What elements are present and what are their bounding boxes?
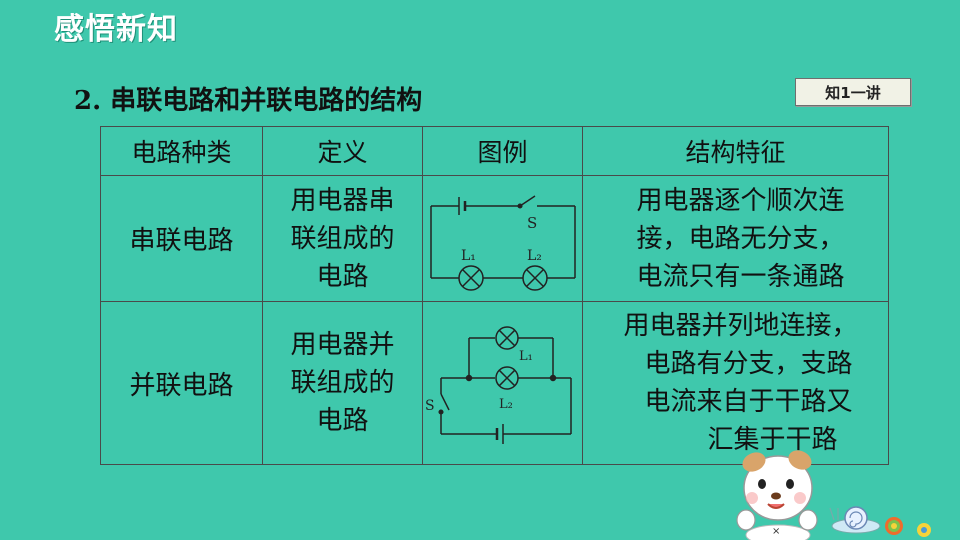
header-type: 电路种类 <box>100 126 263 176</box>
switch-blade <box>519 194 536 207</box>
parallel-definition-line: 联组成的 <box>290 368 395 398</box>
dog-mascot-icon: × <box>736 450 818 540</box>
switch-label: S <box>425 398 435 414</box>
series-feature-line: 电流只有一条通路 <box>636 261 845 292</box>
series-type: 串联电路 <box>100 175 263 302</box>
lecture-badge[interactable]: 知1一讲 <box>795 78 911 106</box>
series-feature-line: 接，电路无分支， <box>636 223 845 254</box>
series-definition-line: 电路 <box>316 261 369 292</box>
parallel-feature-line: 汇集于干路 <box>707 425 838 455</box>
parallel-feature-line: 电路有分支，支路 <box>644 349 853 379</box>
table-header-row: 电路种类 定义 图例 结构特征 <box>100 126 889 176</box>
parallel-diagram-cell: L₁ L₂ S <box>422 301 583 465</box>
lamp1-label: L₁ <box>461 248 476 264</box>
snail-decoration-icon <box>829 506 931 537</box>
header-features: 结构特征 <box>582 126 889 176</box>
lamp1-label: L₁ <box>519 349 533 364</box>
parallel-features: 用电器并列地连接， 电路有分支，支路 电流来自于干路又 汇集于干路 <box>582 301 889 465</box>
series-definition-line: 联组成的 <box>290 223 395 254</box>
parallel-definition-line: 电路 <box>316 406 369 436</box>
table-row-series: 串联电路 用电器串 联组成的 电路 <box>100 175 889 302</box>
series-feature-line: 用电器逐个顺次连 <box>636 185 845 216</box>
switch-blade <box>440 393 450 411</box>
lamp2-label: L₂ <box>499 397 513 412</box>
series-diagram-cell: S L₁ L₂ <box>422 175 583 302</box>
table-row-parallel: 并联电路 用电器并 联组成的 电路 <box>100 301 889 465</box>
parallel-definition: 用电器并 联组成的 电路 <box>262 301 423 465</box>
svg-text:×: × <box>772 526 780 537</box>
header-definition: 定义 <box>262 126 423 176</box>
parallel-type: 并联电路 <box>100 301 263 465</box>
parallel-definition-line: 用电器并 <box>290 330 395 360</box>
circuit-table: 电路种类 定义 图例 结构特征 串联电路 用电器串 联组成的 电路 <box>100 126 889 465</box>
header-title: 感悟新知 <box>54 12 178 47</box>
series-features: 用电器逐个顺次连 接，电路无分支， 电流只有一条通路 <box>582 175 889 302</box>
section-title: 2. 串联电路和并联电路的结构 <box>74 86 423 116</box>
parallel-feature-line: 电流来自于干路又 <box>644 387 853 417</box>
series-definition-line: 用电器串 <box>290 185 395 216</box>
parallel-circuit-diagram: L₁ L₂ S <box>425 326 572 444</box>
series-circuit-diagram: S L₁ L₂ <box>430 194 576 291</box>
parallel-feature-line: 用电器并列地连接， <box>623 311 858 341</box>
series-definition: 用电器串 联组成的 电路 <box>262 175 423 302</box>
switch-label: S <box>527 214 537 232</box>
header-diagram: 图例 <box>422 126 583 176</box>
lamp2-label: L₂ <box>527 248 542 264</box>
